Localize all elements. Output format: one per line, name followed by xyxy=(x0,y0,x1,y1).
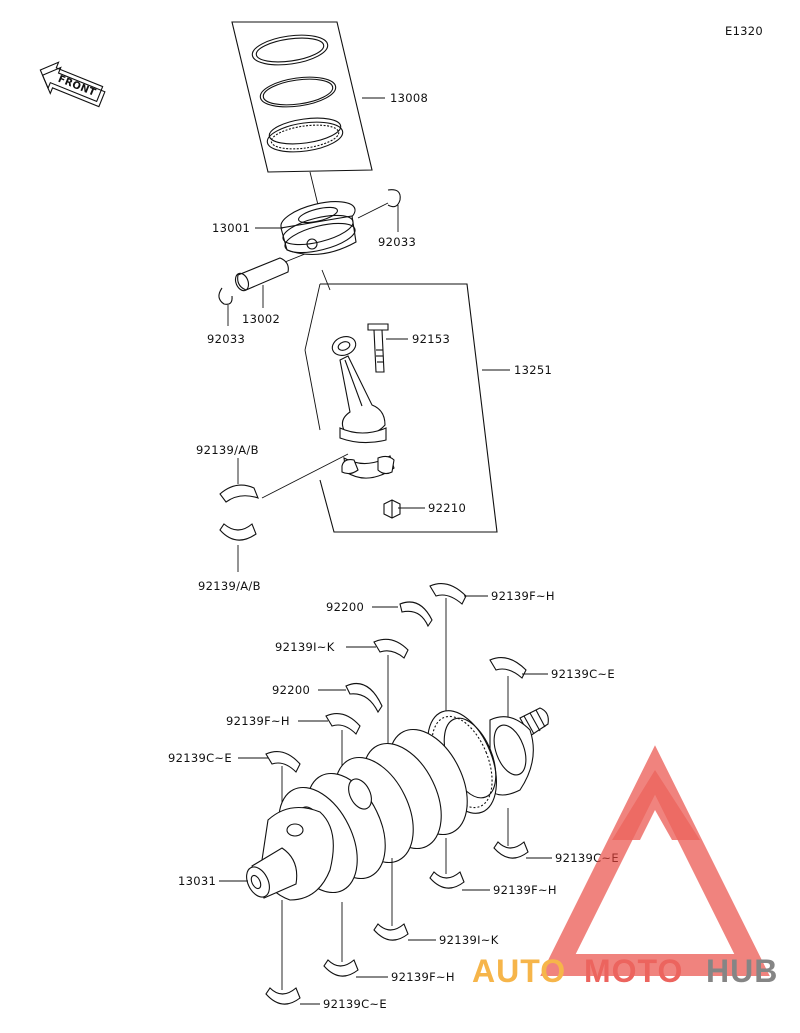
watermark-moto: MOTO xyxy=(584,953,683,989)
bearing-shell-ab-bottom xyxy=(219,523,257,541)
bearing-fh-1 xyxy=(429,583,467,605)
automotohub-logo-icon xyxy=(540,745,770,976)
front-arrow-icon: FRONT xyxy=(39,61,106,108)
conrod-nut xyxy=(383,499,401,519)
label-92200-1: 92200 xyxy=(326,600,364,614)
label-92139ce-4: 92139C~E xyxy=(323,997,387,1011)
circlip-right xyxy=(387,189,401,208)
label-92139fh-4: 92139F~H xyxy=(391,970,455,984)
label-92153: 92153 xyxy=(412,332,450,346)
bearing-shell-ab-top xyxy=(219,484,259,503)
automotohub-watermark: AUTO MOTO HUB xyxy=(472,745,778,989)
label-92139ab-bottom: 92139/A/B xyxy=(198,579,261,593)
diagram-code: E1320 xyxy=(725,24,763,38)
label-92139ab-top: 92139/A/B xyxy=(196,443,259,457)
bearing-fh-4 xyxy=(323,959,359,977)
crankshaft xyxy=(246,707,549,901)
piston xyxy=(280,171,357,255)
label-92139ce-2: 92139C~E xyxy=(168,751,232,765)
conrod-cap xyxy=(341,455,395,479)
bearing-ce-3 xyxy=(493,841,529,859)
label-13031: 13031 xyxy=(178,874,216,888)
label-13008: 13008 xyxy=(390,91,428,105)
conrod-box xyxy=(319,283,498,533)
thrust-washer-2 xyxy=(345,682,383,714)
conrod-bolt xyxy=(367,323,389,373)
bearing-ce-1 xyxy=(489,657,527,679)
label-13002: 13002 xyxy=(242,312,280,326)
bearing-fh-2 xyxy=(325,713,361,735)
bearing-fh-3 xyxy=(429,871,465,889)
label-92139fh-3: 92139F~H xyxy=(493,883,557,897)
bearing-ik-2 xyxy=(373,923,409,941)
watermark-auto: AUTO xyxy=(472,953,566,989)
label-92139fh-2: 92139F~H xyxy=(226,714,290,728)
piston-ring-set xyxy=(231,21,373,173)
connecting-rod xyxy=(331,336,387,444)
label-92139ik-1: 92139I~K xyxy=(275,640,335,654)
label-13001: 13001 xyxy=(212,221,250,235)
circlip-left xyxy=(218,287,233,305)
thrust-washer-1 xyxy=(399,601,433,628)
label-92139ce-1: 92139C~E xyxy=(551,667,615,681)
label-92210: 92210 xyxy=(428,501,466,515)
bearing-ce-2 xyxy=(265,751,301,773)
watermark-hub: HUB xyxy=(706,953,778,989)
bearing-ce-4 xyxy=(265,987,301,1005)
label-92200-2: 92200 xyxy=(272,683,310,697)
label-13251: 13251 xyxy=(514,363,552,377)
label-92139fh-1: 92139F~H xyxy=(491,589,555,603)
bearing-ik-1 xyxy=(373,638,409,659)
label-92033-right: 92033 xyxy=(378,235,416,249)
piston-pin xyxy=(234,257,289,292)
label-92139ik-2: 92139I~K xyxy=(439,933,499,947)
label-92033-left: 92033 xyxy=(207,332,245,346)
